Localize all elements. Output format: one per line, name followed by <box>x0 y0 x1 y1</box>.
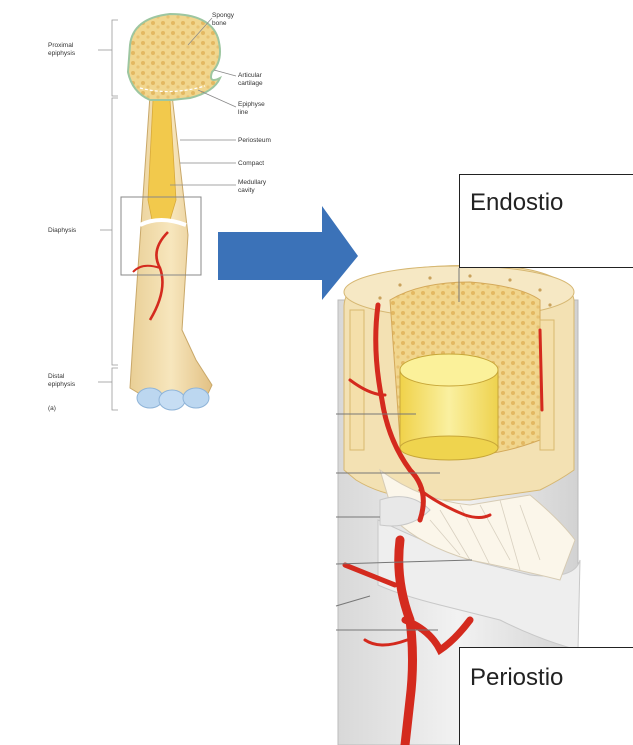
label-spongy-bone-1: Spongy <box>212 12 235 19</box>
label-compact: Compact <box>238 160 264 167</box>
label-distal-1: Distal <box>48 373 65 380</box>
region-brackets <box>98 19 118 411</box>
label-proximal-2: epiphysis <box>48 50 76 57</box>
endostio-label-box: Endostio <box>459 174 633 268</box>
label-epiphyseal-2: line <box>238 109 249 116</box>
small-labels: Spongy bone Proximal epiphysis Articular… <box>48 12 271 412</box>
zoom-arrow <box>218 206 358 300</box>
label-distal-2: epiphysis <box>48 381 76 388</box>
leader-lines <box>170 17 237 186</box>
label-spongy-bone-2: bone <box>212 20 227 27</box>
long-bone-illustration <box>120 12 222 411</box>
label-medullary-1: Medullary <box>238 179 267 186</box>
label-articular-2: cartilage <box>238 80 263 87</box>
label-articular-1: Articular <box>238 72 263 79</box>
label-periosteum: Periosteum <box>238 137 271 144</box>
answer-leader-lines <box>335 268 473 631</box>
panel-letter: (a) <box>48 405 56 412</box>
endostio-label: Endostio <box>470 189 564 216</box>
label-medullary-2: cavity <box>238 187 255 194</box>
label-proximal-1: Proximal <box>48 42 74 49</box>
periostio-label: Periostio <box>470 664 564 691</box>
label-epiphyseal-1: Epiphyse <box>238 101 265 108</box>
label-diaphysis: Diaphysis <box>48 227 77 234</box>
zoom-region-box <box>120 196 202 276</box>
periostio-label-box: Periostio <box>459 647 633 745</box>
distal-cartilage <box>136 387 210 411</box>
